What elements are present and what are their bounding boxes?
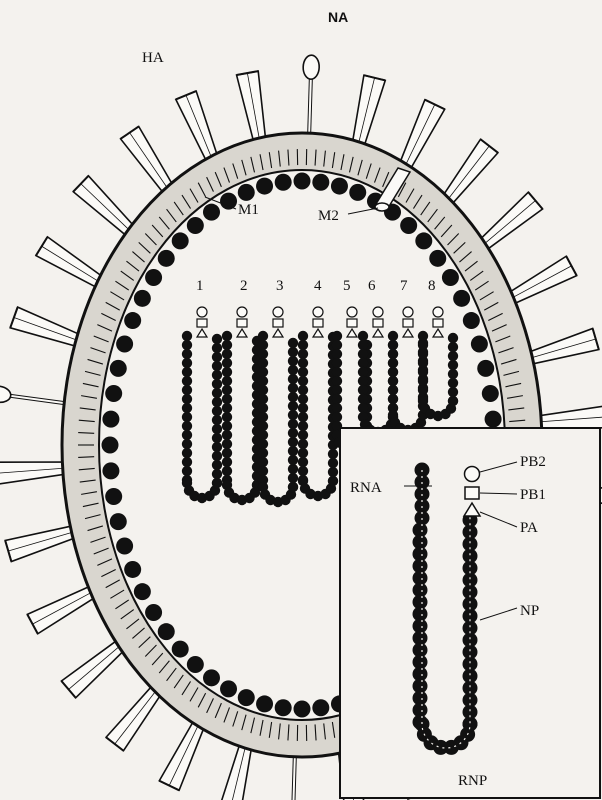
m1-protein: [312, 699, 329, 716]
m1-protein: [471, 335, 488, 352]
m1-protein: [134, 583, 151, 600]
segment-number-8: 8: [428, 278, 436, 294]
pb1-label: PB1: [520, 487, 546, 503]
ha-spike: [352, 75, 385, 147]
m1-protein: [105, 385, 122, 402]
segment-number-7: 7: [400, 278, 408, 294]
m1-protein: [482, 385, 499, 402]
segment-number-5: 5: [343, 278, 351, 294]
segment-number-1: 1: [196, 278, 204, 294]
ha-spike: [219, 743, 252, 800]
m1-protein: [477, 360, 494, 377]
segment-number-3: 3: [276, 278, 284, 294]
m1-protein: [187, 656, 204, 673]
na-spike: [303, 55, 320, 137]
m1-protein: [105, 488, 122, 505]
m1-protein: [256, 695, 273, 712]
m1-protein: [124, 561, 141, 578]
m1-protein: [453, 290, 470, 307]
m1-protein: [275, 699, 292, 716]
m1-protein: [124, 312, 141, 329]
m1-protein: [102, 437, 119, 454]
m1-protein: [187, 217, 204, 234]
m1-protein: [238, 184, 255, 201]
m1-protein: [220, 193, 237, 210]
m1-protein: [203, 204, 220, 221]
m1-protein: [158, 250, 175, 267]
np-label: NP: [520, 603, 539, 619]
m1-protein: [238, 689, 255, 706]
ha-spike: [61, 640, 125, 698]
m1-protein: [220, 680, 237, 697]
na-spike: [0, 385, 68, 404]
m1-protein: [400, 217, 417, 234]
ha-spike: [0, 462, 67, 484]
m1-protein: [145, 604, 162, 621]
ha-spike: [73, 176, 135, 237]
m1-protein: [294, 701, 311, 718]
m1-protein: [172, 641, 189, 658]
m1-protein: [312, 174, 329, 191]
ha-spike: [159, 720, 205, 790]
pb1-subunit: [465, 487, 479, 499]
pb2-subunit: [465, 467, 480, 482]
ha-spike: [399, 100, 445, 170]
m1-protein: [134, 290, 151, 307]
na-label: NA: [328, 9, 348, 25]
ha-spike: [176, 91, 218, 162]
m1-label: M1: [238, 202, 259, 218]
rnp-label: RNP: [458, 773, 487, 789]
ha-label: HA: [142, 50, 164, 66]
rna-label: RNA: [350, 480, 382, 496]
m1-protein: [256, 178, 273, 195]
m1-protein: [294, 173, 311, 190]
m1-protein: [116, 538, 133, 555]
m1-protein: [349, 184, 366, 201]
m1-protein: [331, 178, 348, 195]
ha-spike: [5, 526, 77, 562]
m1-protein: [415, 232, 432, 249]
ha-spike: [442, 139, 498, 205]
m1-protein: [102, 411, 119, 428]
ha-spike: [27, 586, 97, 634]
pb2-label: PB2: [520, 454, 546, 470]
segment-number-6: 6: [368, 278, 376, 294]
ha-spike: [478, 192, 542, 250]
ha-spike: [237, 71, 266, 143]
ha-spike: [121, 126, 174, 193]
m1-protein: [203, 669, 220, 686]
ha-spike: [507, 256, 577, 304]
ha-spike: [36, 237, 104, 288]
ha-spike: [10, 307, 82, 347]
m1-protein: [429, 250, 446, 267]
m1-protein: [172, 232, 189, 249]
ha-spike: [537, 406, 602, 428]
m1-protein: [116, 335, 133, 352]
pa-label: PA: [520, 520, 538, 536]
rnp-inset: RNA PB2 PB1 PA NP RNP: [340, 428, 600, 798]
m1-protein: [158, 623, 175, 640]
m1-protein: [145, 269, 162, 286]
segment-number-2: 2: [240, 278, 248, 294]
m1-protein: [110, 360, 127, 377]
m1-protein: [485, 411, 502, 428]
ha-spike: [527, 328, 599, 364]
ha-spike: [106, 685, 162, 751]
segment-number-4: 4: [314, 278, 322, 294]
m1-protein: [110, 513, 127, 530]
na-spike: [284, 753, 301, 800]
m2-label: M2: [318, 208, 339, 224]
m1-protein: [102, 462, 119, 479]
m1-protein: [442, 269, 459, 286]
m1-protein: [463, 312, 480, 329]
m1-protein: [275, 174, 292, 191]
